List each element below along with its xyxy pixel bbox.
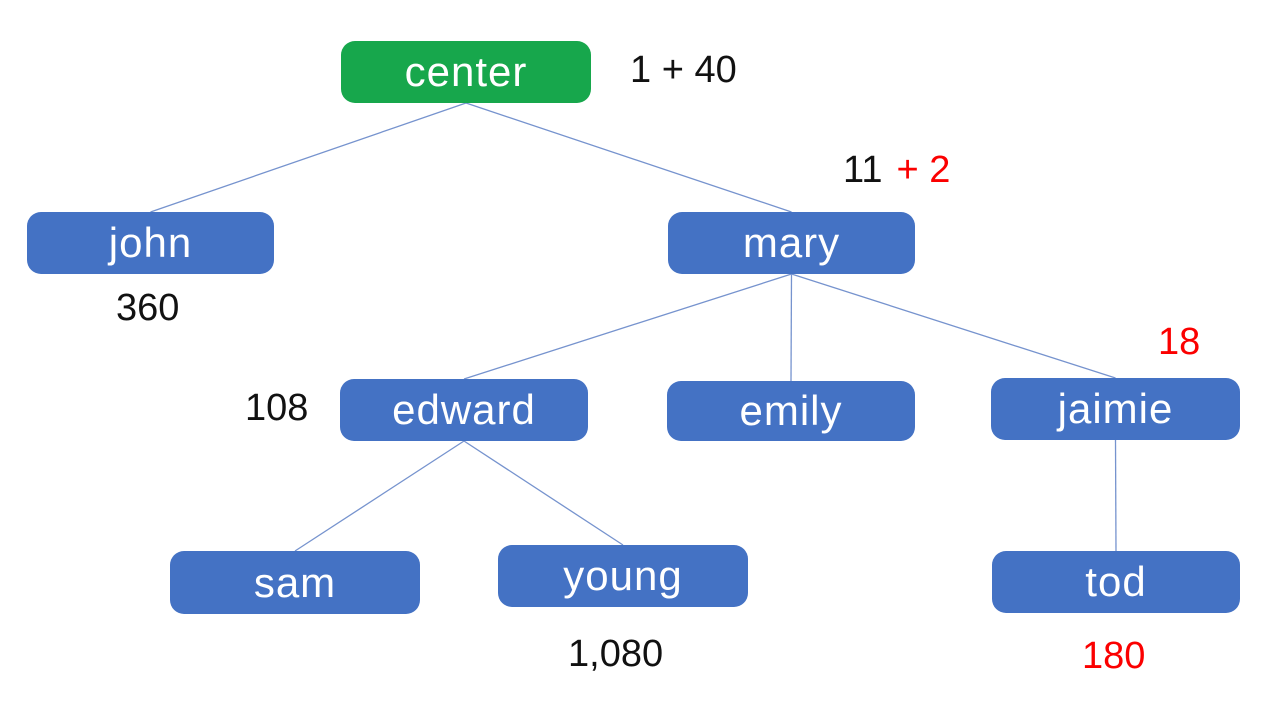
annotation-edward-value: 108: [245, 387, 309, 429]
edge-edward-young: [463, 440, 624, 546]
node-center: center: [341, 41, 591, 103]
node-tod: tod: [992, 551, 1240, 613]
edge-mary-emily: [790, 273, 793, 382]
edge-edward-sam: [294, 440, 465, 552]
node-john: john: [27, 212, 274, 274]
annotation-jaimie-value: 18: [1158, 321, 1201, 363]
annotation-tod-value: 180: [1082, 635, 1146, 677]
edge-jaimie-tod: [1114, 439, 1117, 552]
edge-mary-edward: [463, 273, 792, 380]
edge-center-john: [150, 102, 467, 213]
annotation-mary-base: 11: [843, 149, 883, 191]
edge-center-mary: [465, 102, 792, 213]
node-edward: edward: [340, 379, 588, 441]
node-emily: emily: [667, 381, 915, 441]
annotation-john-value: 360: [116, 287, 180, 329]
node-mary: mary: [668, 212, 915, 274]
annotation-mary-added: + 2: [896, 149, 951, 191]
edge-mary-jaimie: [791, 273, 1116, 379]
annotation-center-value: 1 + 40: [630, 49, 737, 91]
annotation-mary-value: 11 + 2: [843, 149, 951, 192]
node-young: young: [498, 545, 748, 607]
annotation-young-value: 1,080: [568, 633, 664, 675]
node-sam: sam: [170, 551, 420, 614]
node-jaimie: jaimie: [991, 378, 1240, 440]
